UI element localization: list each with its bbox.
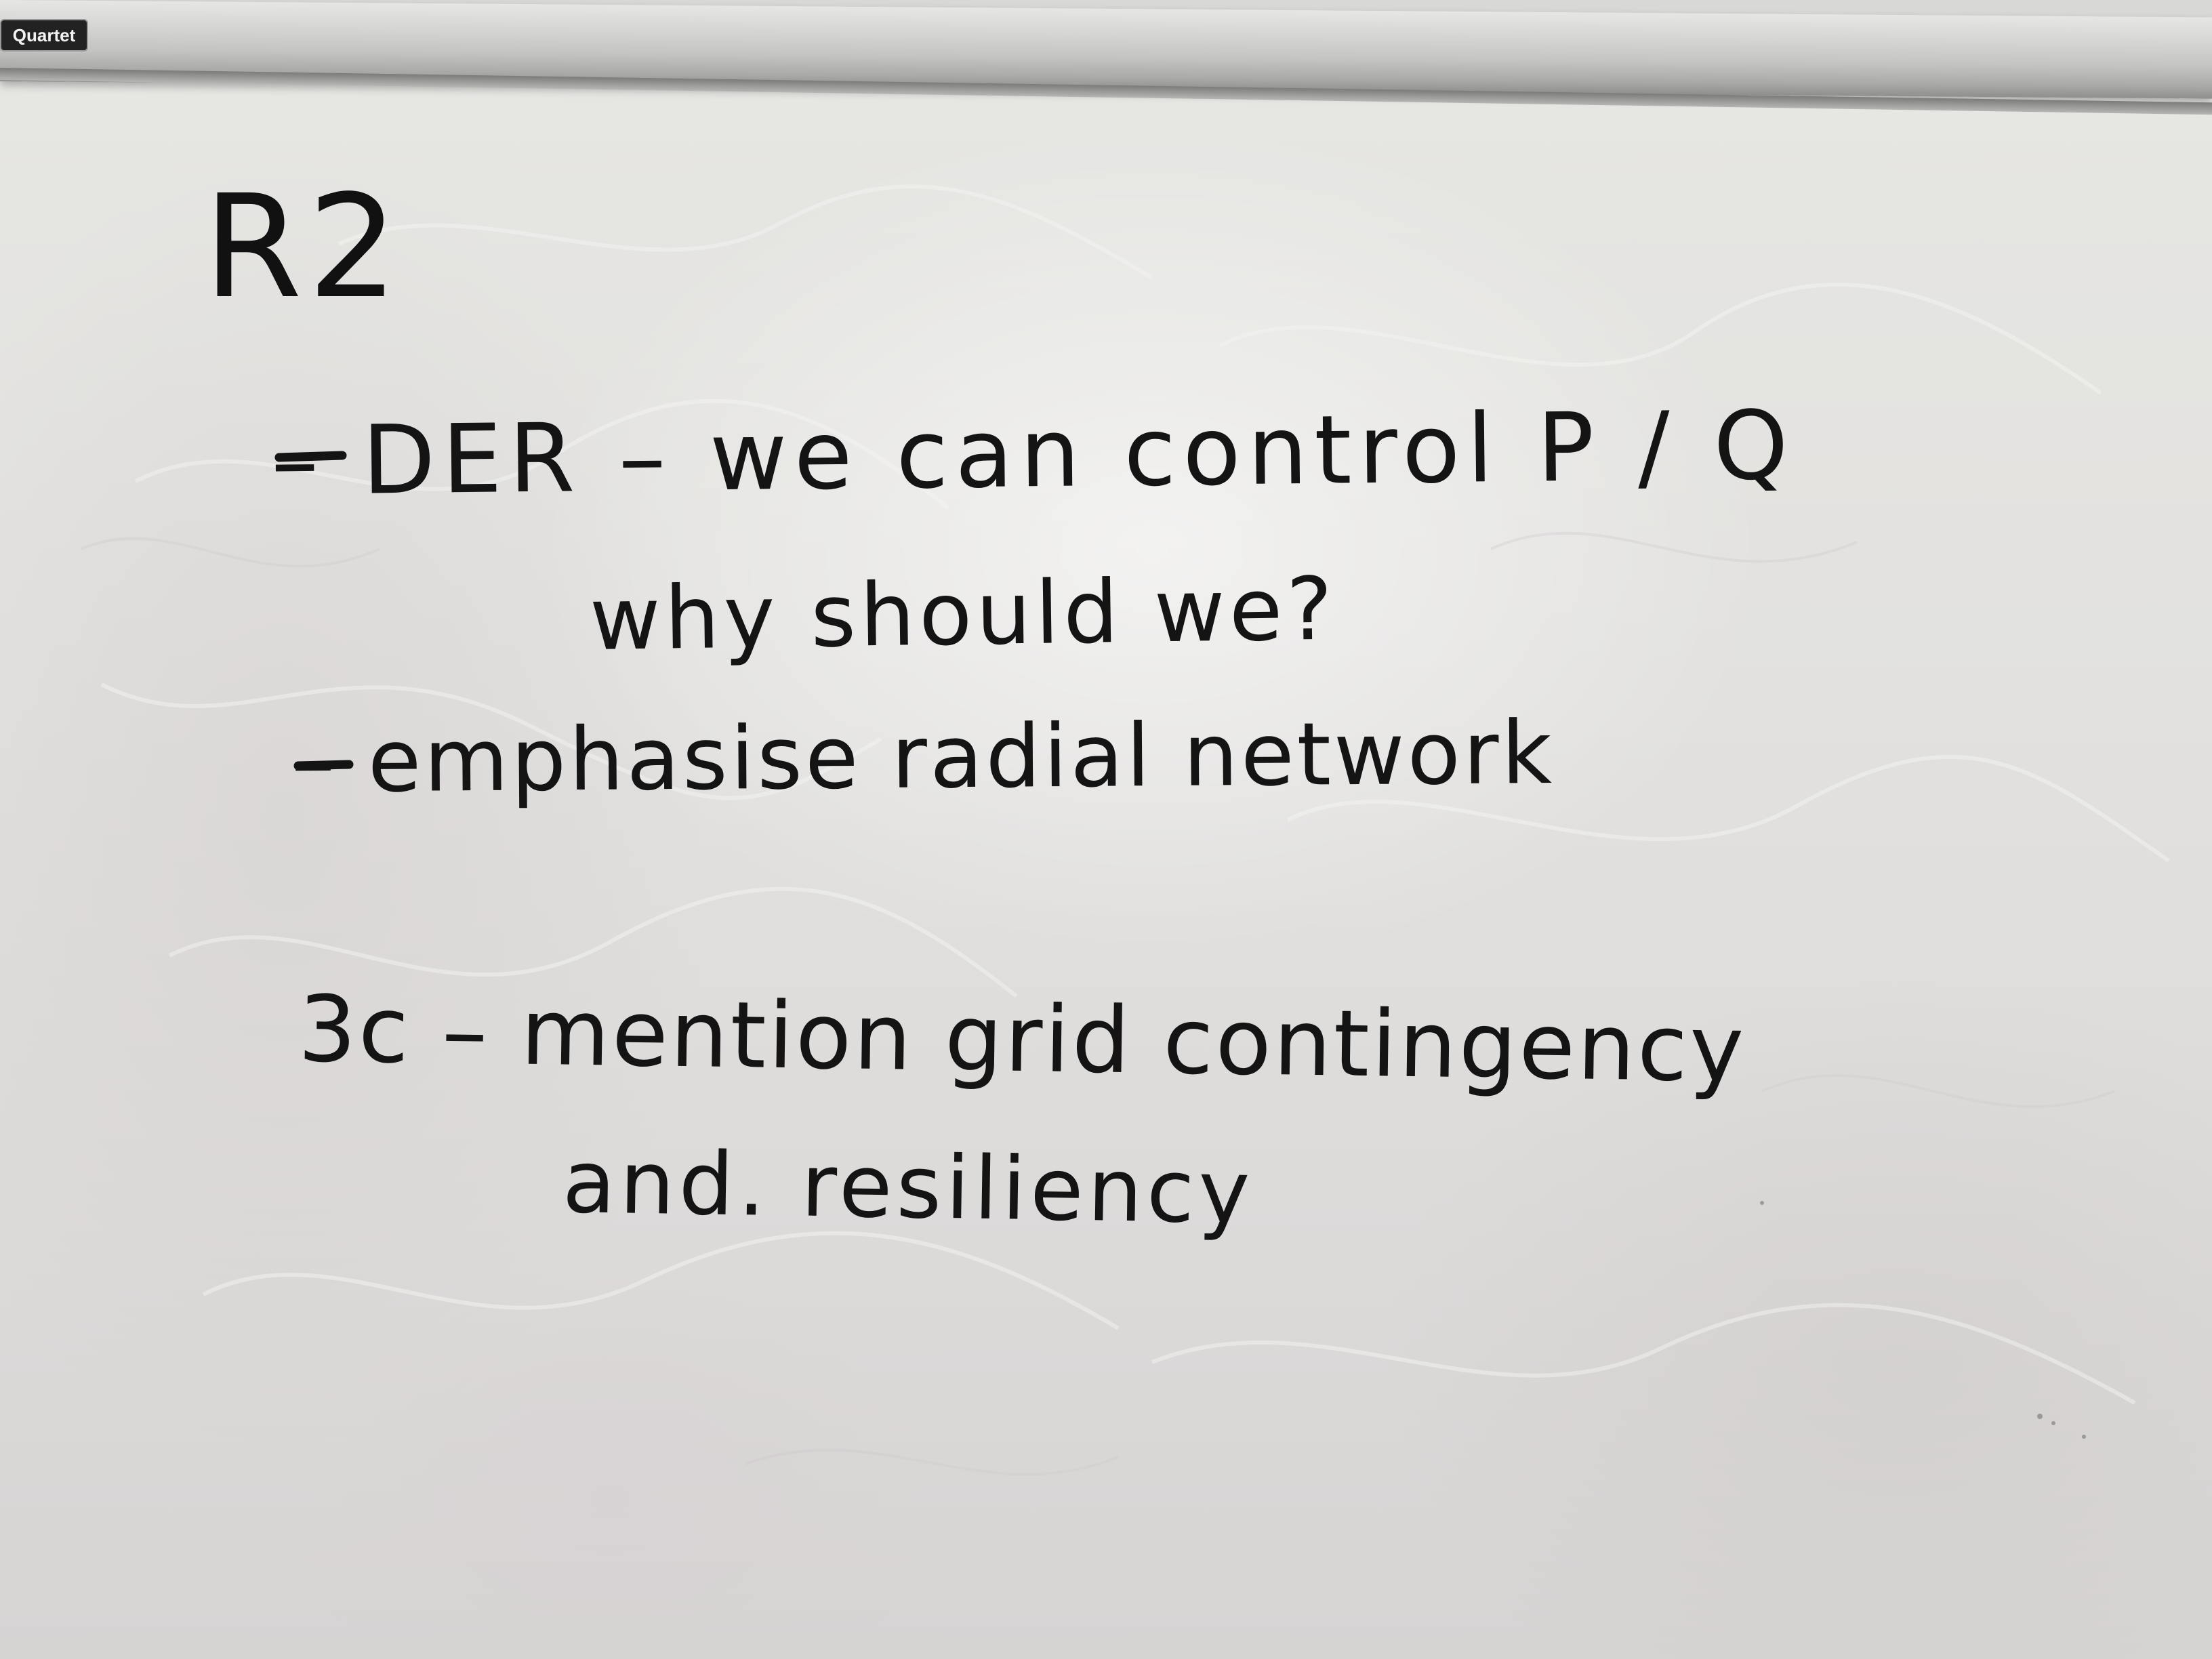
note-line-why-should-we: why should we?: [588, 558, 1338, 670]
brand-logo: Quartet: [0, 19, 88, 52]
note-line-grid-contingency: 3c – mention grid contingency: [297, 976, 1747, 1103]
note-line-resiliency: and. resiliency: [561, 1132, 1255, 1244]
note-line-der-control: – DER – we can control P / Q: [270, 390, 1796, 517]
board-heading: R2: [203, 164, 404, 330]
note-line-emphasise-radial: – emphasise radial network: [291, 702, 1555, 813]
